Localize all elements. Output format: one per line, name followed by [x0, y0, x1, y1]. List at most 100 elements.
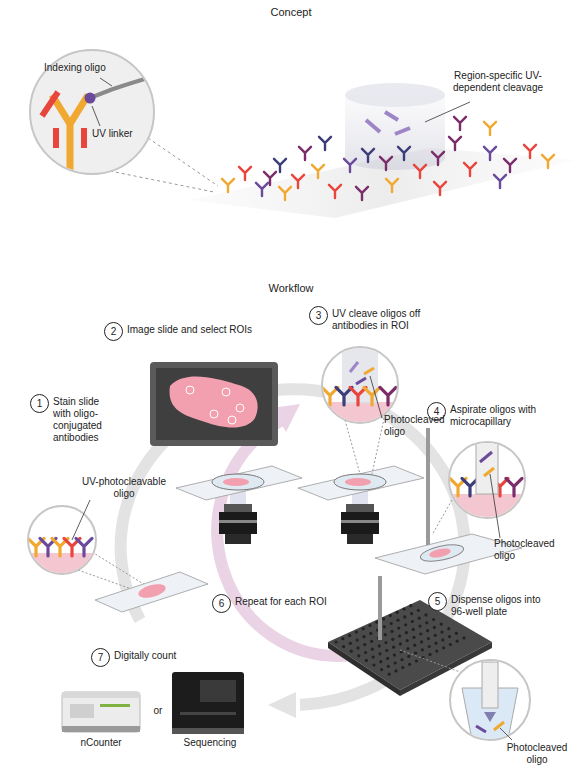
tissue-surface	[190, 148, 575, 218]
zoom-lines	[110, 171, 214, 192]
well-plate	[396, 619, 399, 622]
well-plate	[356, 646, 359, 649]
callout-label: or	[150, 705, 166, 717]
well-plate	[401, 666, 404, 669]
well-plate	[394, 661, 397, 664]
well-plate	[371, 648, 374, 651]
workflow-step: 5Dispense oligos into 96-well plate	[428, 592, 555, 618]
sequencer-instrument	[172, 672, 244, 734]
ncounter-instrument	[62, 692, 140, 732]
step-number: 3	[309, 306, 328, 325]
magnifier-step5	[462, 662, 518, 740]
magnifier-step4	[484, 468, 494, 476]
well-plate	[421, 648, 424, 651]
well-plate	[404, 623, 407, 626]
uv-cylinder	[345, 83, 445, 107]
well-plate	[418, 617, 421, 620]
released-oligos	[366, 120, 380, 132]
leader-line	[500, 728, 512, 740]
well-plate	[403, 615, 406, 618]
antibody	[319, 137, 331, 150]
antibody	[299, 147, 311, 160]
antibody	[434, 182, 446, 195]
well-plate	[409, 604, 412, 607]
well-plate	[440, 630, 443, 633]
slide	[428, 547, 451, 559]
antibody	[432, 152, 444, 165]
zoom-lines	[400, 650, 460, 672]
well-plate	[393, 654, 396, 657]
zoom-lines	[372, 414, 385, 474]
slide	[137, 582, 167, 601]
well-plate	[355, 631, 358, 634]
magnifier-step4	[449, 440, 525, 518]
well-plate	[385, 649, 388, 652]
well-plate	[418, 625, 421, 628]
monitor	[186, 386, 244, 424]
well-plate	[386, 657, 389, 660]
step-number: 6	[212, 594, 231, 613]
antibody	[274, 159, 286, 172]
well-plate	[412, 636, 415, 639]
section-heading: Workflow	[231, 282, 351, 295]
antibody	[329, 185, 341, 198]
well-plate	[434, 634, 437, 637]
antibody	[380, 157, 392, 170]
magnifier-step5	[450, 660, 530, 740]
well-plate	[365, 659, 368, 662]
well-plate	[456, 640, 459, 643]
leader-line	[72, 500, 90, 540]
antibody	[76, 538, 92, 556]
well-plate	[428, 653, 431, 656]
magnifier-step4	[476, 440, 498, 494]
antibody	[256, 183, 268, 196]
antibody	[344, 159, 356, 172]
antibody	[398, 147, 410, 160]
microscope	[224, 504, 252, 512]
microcapillary	[378, 576, 382, 640]
antibody	[484, 122, 496, 135]
antibody	[329, 185, 341, 198]
well-plate	[413, 644, 416, 647]
well-plate	[341, 637, 344, 640]
antibody	[380, 387, 396, 405]
callout-label: UV-photocleavable oligo	[78, 476, 170, 500]
zoom-lines	[148, 138, 218, 186]
callout-label: Photocleaved oligo	[384, 414, 456, 438]
well-plate	[382, 617, 385, 620]
magnifier-step3	[364, 368, 374, 374]
monitor	[156, 368, 272, 440]
well-plate	[384, 641, 387, 644]
monitor	[150, 362, 278, 446]
microscope	[298, 466, 424, 500]
well-plate	[426, 629, 429, 632]
step-number: 7	[91, 648, 110, 667]
well-plate	[350, 650, 353, 653]
well-plate	[435, 650, 438, 653]
well-plate	[380, 668, 383, 671]
antibody	[464, 163, 476, 176]
antibody	[222, 179, 234, 192]
antibody	[336, 387, 352, 405]
microscope	[345, 478, 371, 486]
workflow-step: 7Digitally count	[91, 648, 214, 667]
antibody	[494, 175, 506, 188]
released-oligos	[385, 112, 398, 120]
well-plate	[364, 651, 367, 654]
magnifier-step3	[322, 387, 396, 405]
well-plate	[399, 642, 402, 645]
well-plate	[427, 637, 430, 640]
antibody	[414, 165, 426, 178]
antibody	[76, 538, 92, 556]
antibody	[504, 159, 516, 172]
antibody	[322, 387, 338, 405]
well-plate	[408, 663, 411, 666]
well-plate	[362, 627, 365, 630]
well-plate	[379, 660, 382, 663]
antibody	[344, 159, 356, 172]
well-plate	[412, 628, 415, 631]
callout-label: Photocleaved oligo	[500, 742, 574, 766]
antibody	[504, 159, 516, 172]
